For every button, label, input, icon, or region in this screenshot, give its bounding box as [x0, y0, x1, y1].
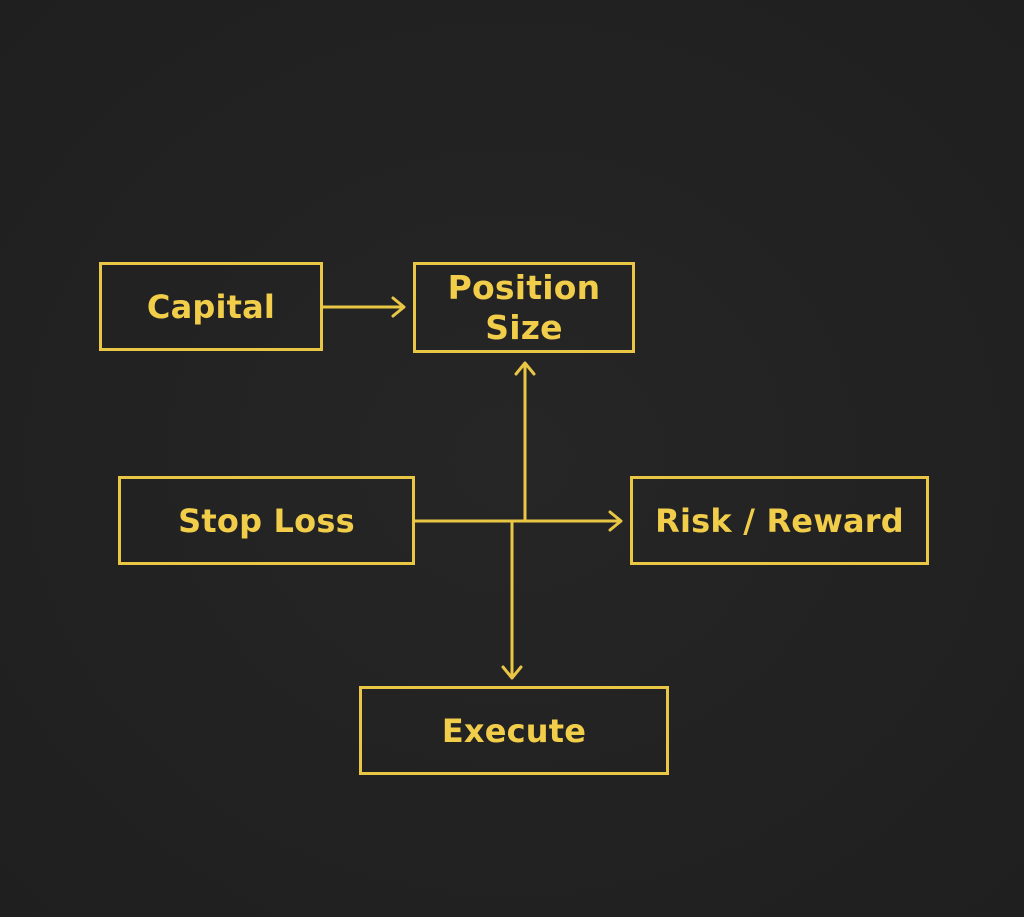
arrowhead-execute-top	[501, 665, 523, 680]
arrowhead-risk-reward-left	[608, 510, 623, 532]
node-execute: Execute	[359, 686, 669, 775]
node-capital: Capital	[99, 262, 323, 351]
node-stop-loss-label: Stop Loss	[178, 501, 355, 540]
node-capital-label: Capital	[146, 287, 276, 326]
node-risk-reward-label: Risk / Reward	[655, 501, 904, 540]
node-execute-label: Execute	[441, 711, 587, 750]
node-position-size-label: Position Size	[447, 267, 601, 347]
arrowhead-position-size-left	[391, 296, 406, 318]
node-risk-reward: Risk / Reward	[630, 476, 929, 565]
node-stop-loss: Stop Loss	[118, 476, 415, 565]
arrowhead-position-size-bottom	[514, 361, 536, 376]
node-position-size: Position Size	[413, 262, 635, 353]
